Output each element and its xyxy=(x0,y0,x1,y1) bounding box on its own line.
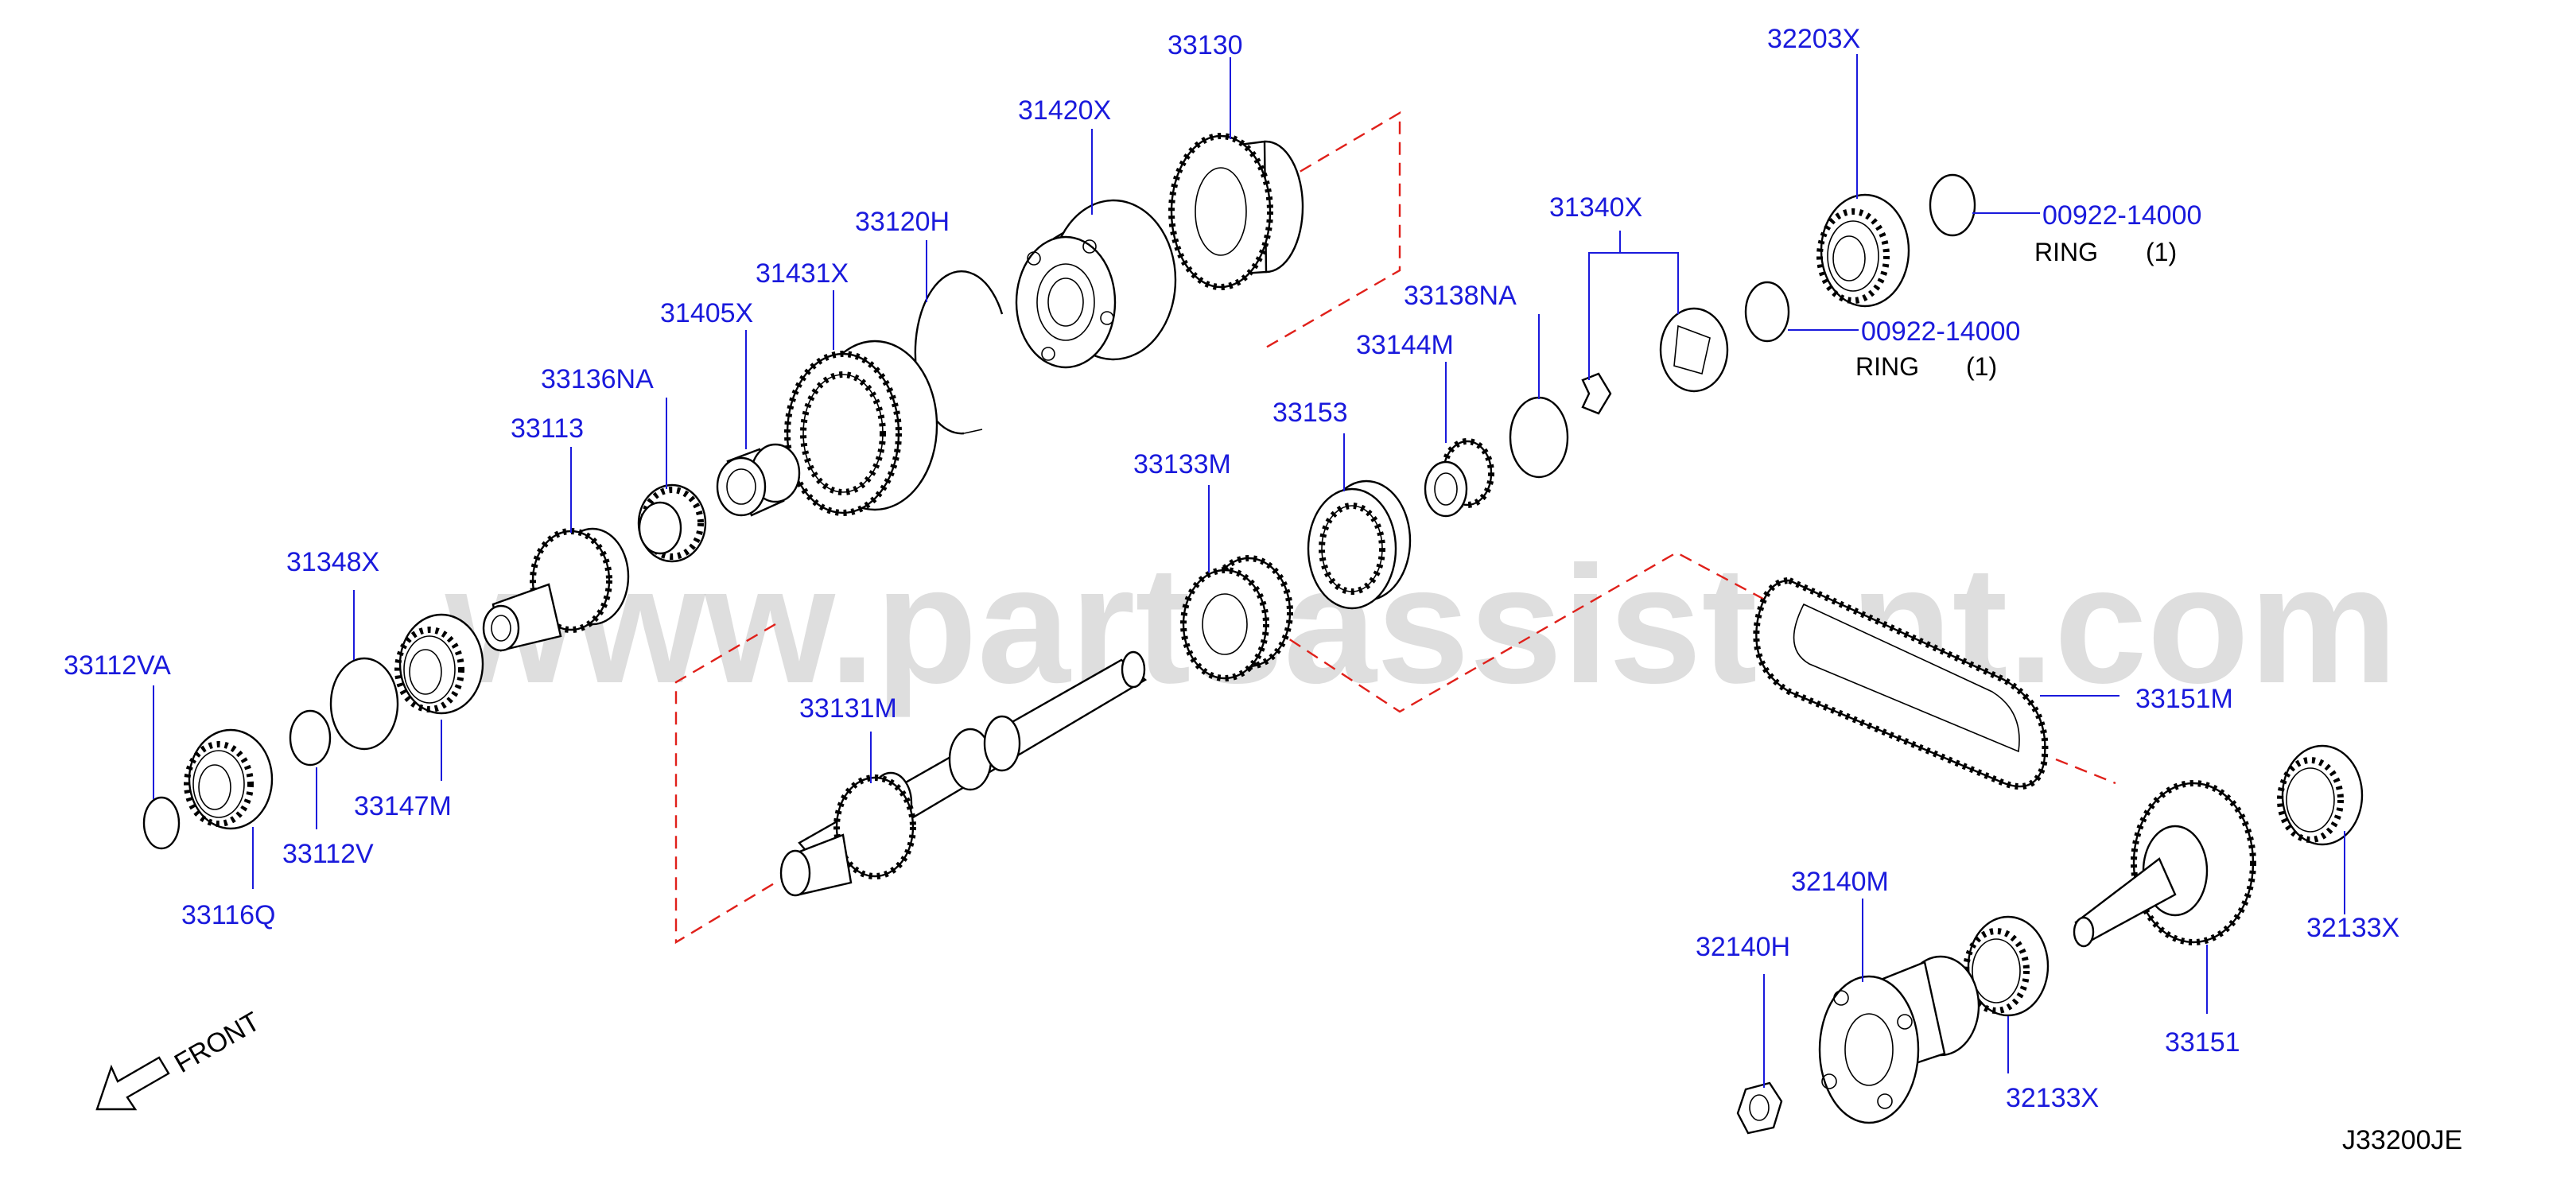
part-ring-upper xyxy=(1929,173,1976,237)
part-label: 00922-14000 xyxy=(2042,200,2201,231)
part-31420x-planetary-carrier xyxy=(1015,199,1177,369)
front-label: FRONT xyxy=(169,1006,265,1078)
part-label: 33151M xyxy=(2135,684,2233,714)
part-label: 33147M xyxy=(354,791,452,821)
part-32140m-companion-flange xyxy=(1818,955,1980,1124)
part-label: 31420X xyxy=(1018,95,1111,126)
part-33133m-counter-gear xyxy=(1180,555,1293,681)
part-label: 32140H xyxy=(1696,932,1790,962)
part-label: 31431X xyxy=(756,258,849,289)
part-label: 32203X xyxy=(1767,24,1860,54)
part-label: 32140M xyxy=(1791,867,1889,897)
part-label: 33113 xyxy=(511,413,584,444)
part-33112va-snap-ring xyxy=(142,796,181,850)
part-31340x-oil-pump xyxy=(1581,307,1729,415)
part-label: 33151 xyxy=(2165,1027,2240,1058)
part-note-name: RING xyxy=(1855,352,1919,381)
part-label: 33116Q xyxy=(181,900,275,930)
part-label: 33144M xyxy=(1356,330,1454,360)
part-label: 33130 xyxy=(1168,30,1243,60)
part-32140h-nut xyxy=(1736,1081,1783,1135)
part-label: 33112VA xyxy=(64,650,171,681)
front-direction-indicator: FRONT xyxy=(95,1006,265,1111)
part-33153-sleeve xyxy=(1307,479,1412,610)
part-33116q-ball-bearing xyxy=(184,728,274,830)
part-33151m-drive-chain xyxy=(1753,576,2049,790)
part-33138na-snap-ring xyxy=(1509,396,1569,479)
part-33136na-needle-bearing xyxy=(637,483,707,563)
part-32133x-bearing-lower xyxy=(1963,915,2050,1017)
part-label: 32133X xyxy=(2006,1083,2099,1113)
part-label: 33136NA xyxy=(541,364,654,394)
part-label: 31405X xyxy=(660,298,753,328)
part-note-qty: (1) xyxy=(1966,352,1997,381)
part-label: 33153 xyxy=(1272,398,1348,428)
part-32133x-bearing-right xyxy=(2277,744,2364,846)
part-31405x-bushing xyxy=(716,443,801,517)
part-note-name: RING xyxy=(2034,238,2098,266)
drawing-code: J33200JE xyxy=(2342,1125,2462,1155)
part-label: 33112V xyxy=(282,839,374,869)
part-label: 33133M xyxy=(1133,449,1231,479)
part-33130-gear-hub xyxy=(1168,133,1304,290)
part-31431x-ring-gear xyxy=(784,340,938,516)
part-labels: 33130 31420X 33120H 31431X 31405X 33136N… xyxy=(64,24,2399,1113)
part-31348x-oring xyxy=(329,657,399,751)
part-note-qty: (1) xyxy=(2146,238,2177,266)
part-33112v-snap-ring xyxy=(289,709,332,767)
part-label: 33138NA xyxy=(1404,281,1517,311)
part-33144m-hub xyxy=(1424,438,1494,518)
assembly-guide-lines xyxy=(674,111,2116,945)
part-label: 33120H xyxy=(855,207,950,237)
part-label: 32133X xyxy=(2306,913,2399,943)
part-label: 31348X xyxy=(286,547,379,577)
part-ring-lower xyxy=(1744,281,1790,343)
front-arrow-icon xyxy=(95,1056,170,1111)
watermark-text: www.partsassistant.com xyxy=(445,531,2398,718)
part-label: 31340X xyxy=(1549,192,1642,223)
part-label: 00922-14000 xyxy=(1861,316,2020,347)
part-33131m-main-shaft xyxy=(779,650,1148,897)
part-label: 33131M xyxy=(799,693,897,724)
part-32203x-ball-bearing xyxy=(1816,193,1910,308)
leader-lines xyxy=(153,54,2345,1088)
part-33151-output-sprocket xyxy=(2073,780,2256,948)
part-33147m-ball-bearing xyxy=(394,613,484,715)
